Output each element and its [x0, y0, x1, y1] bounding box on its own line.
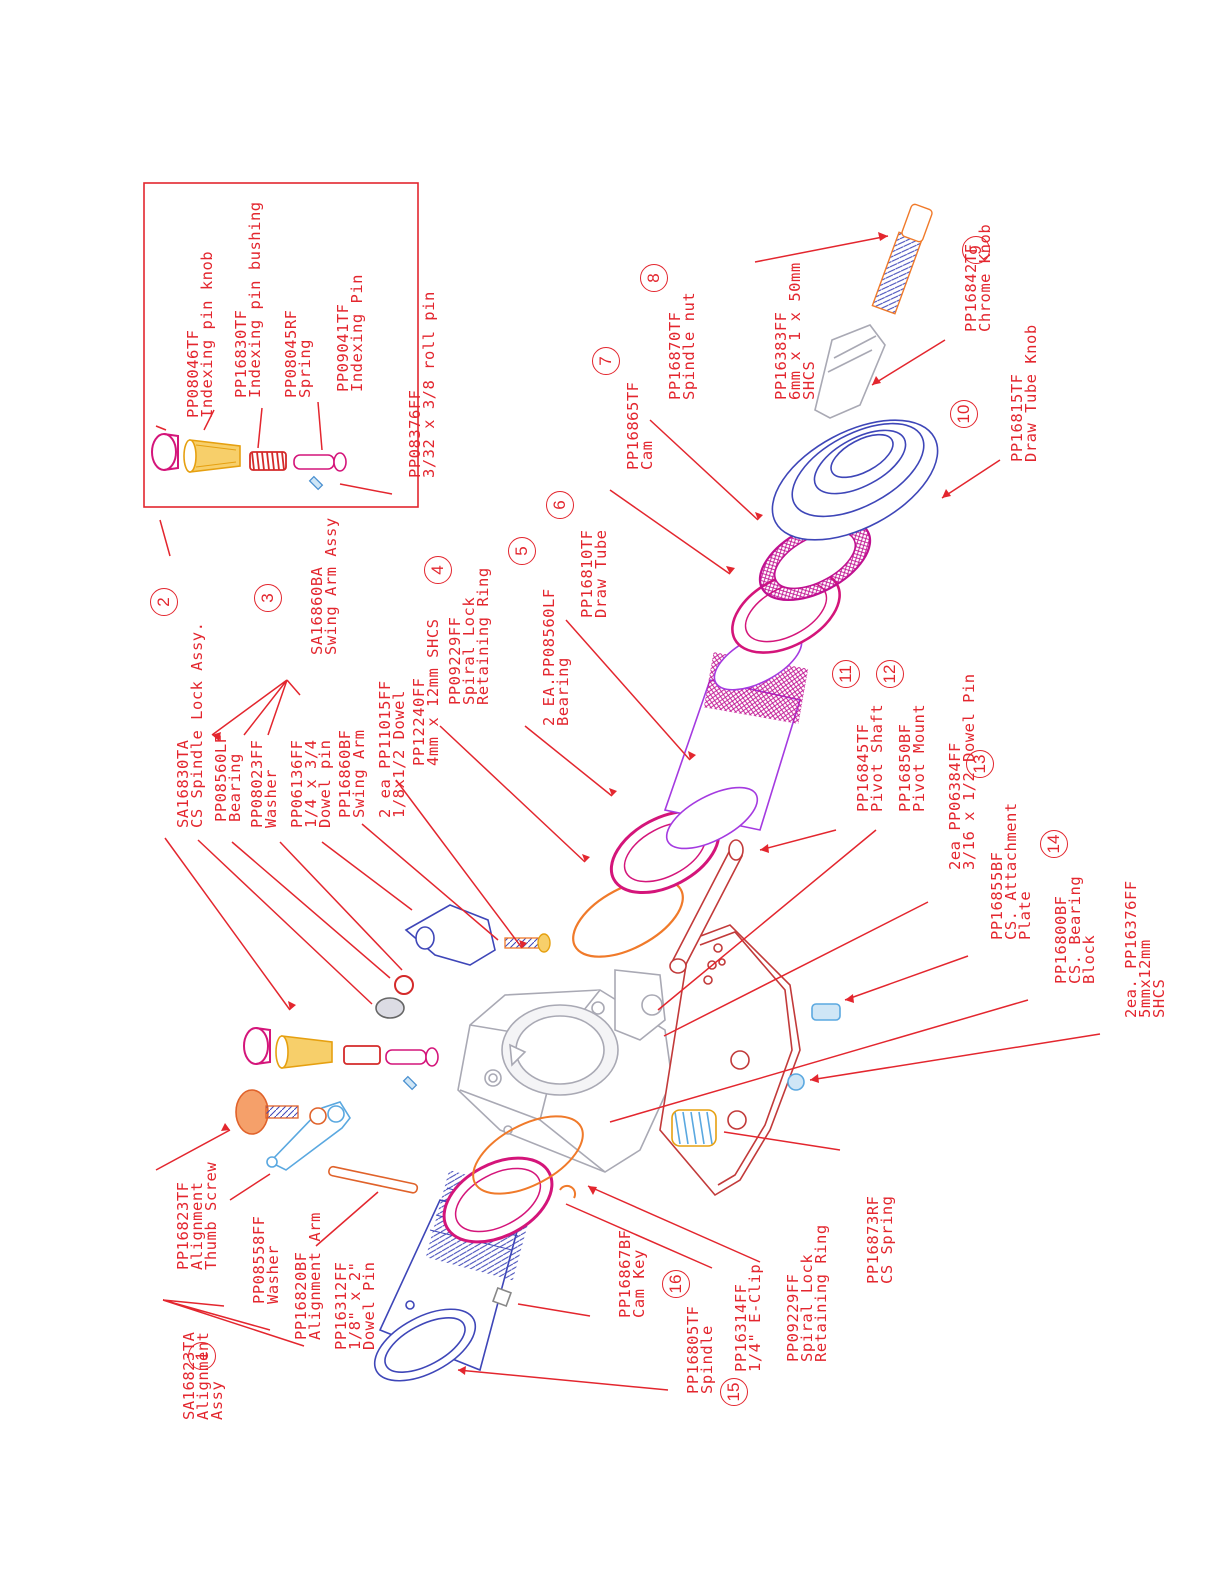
swing-arm-shcs — [504, 933, 551, 953]
callout-number-6: 6 — [546, 491, 574, 519]
inset-indexing-pin-knob — [151, 433, 179, 471]
dowel-pin-1-8 — [328, 1165, 419, 1194]
callout-number-8: 8 — [640, 264, 668, 292]
callout-number-12: 12 — [876, 660, 904, 688]
swing-arm — [404, 904, 496, 966]
mid-indexing-pin-knob — [243, 1027, 271, 1065]
callout-number-3: 3 — [254, 584, 282, 612]
inset-spring — [249, 451, 287, 471]
alignment-arm — [266, 1101, 351, 1171]
alignment-washer — [309, 1107, 327, 1125]
callout-number-5: 5 — [508, 537, 536, 565]
inset-roll-pin — [308, 475, 324, 491]
attachment-plate — [659, 924, 801, 1197]
mid-roll-pin — [402, 1075, 418, 1091]
swing-arm-dowel — [394, 975, 414, 995]
shcs-5mm-a — [811, 1003, 841, 1021]
inset-indexing-pin — [293, 452, 347, 472]
shcs-5mm-b — [787, 1073, 805, 1091]
mid-indexing-pin-bushing — [275, 1035, 333, 1069]
mid-spring — [343, 1045, 381, 1065]
leader-lines — [155, 235, 1101, 1391]
inset-indexing-pin-bushing — [183, 439, 241, 473]
callout-number-11: 11 — [832, 660, 860, 688]
spiral-lock-ring-lower — [472, 1115, 584, 1195]
callout-number-2: 2 — [150, 588, 178, 616]
alignment-thumb-screw — [235, 1089, 299, 1135]
pivot-shaft — [669, 839, 744, 974]
e-clip — [559, 1184, 577, 1199]
draw-tube — [663, 629, 809, 850]
mid-indexing-pin — [385, 1047, 439, 1067]
callout-number-4: 4 — [424, 556, 452, 584]
callout-number-14: 14 — [1040, 830, 1068, 858]
cs-spring — [671, 1109, 717, 1147]
draw-tube-knob — [771, 419, 939, 541]
spindle-bearing-ring-inner — [454, 1167, 542, 1233]
bearing-block — [457, 969, 673, 1173]
swing-arm-bearing — [375, 997, 405, 1019]
callout-number-1: 1 — [188, 1342, 216, 1370]
arrowheads — [212, 232, 951, 1375]
inset-box-frame — [143, 182, 419, 508]
shcs-6mm — [871, 203, 933, 315]
callout-number-9: 9 — [962, 236, 990, 264]
callout-number-13: 13 — [966, 750, 994, 778]
chrome-knob — [814, 324, 886, 419]
spiral-lock-ring-upper — [572, 878, 684, 958]
callout-number-10: 10 — [950, 400, 978, 428]
callout-number-7: 7 — [592, 347, 620, 375]
callout-number-16: 16 — [662, 1270, 690, 1298]
spindle-bearing-ring — [442, 1156, 554, 1244]
spindle-nut-inner — [774, 530, 856, 590]
